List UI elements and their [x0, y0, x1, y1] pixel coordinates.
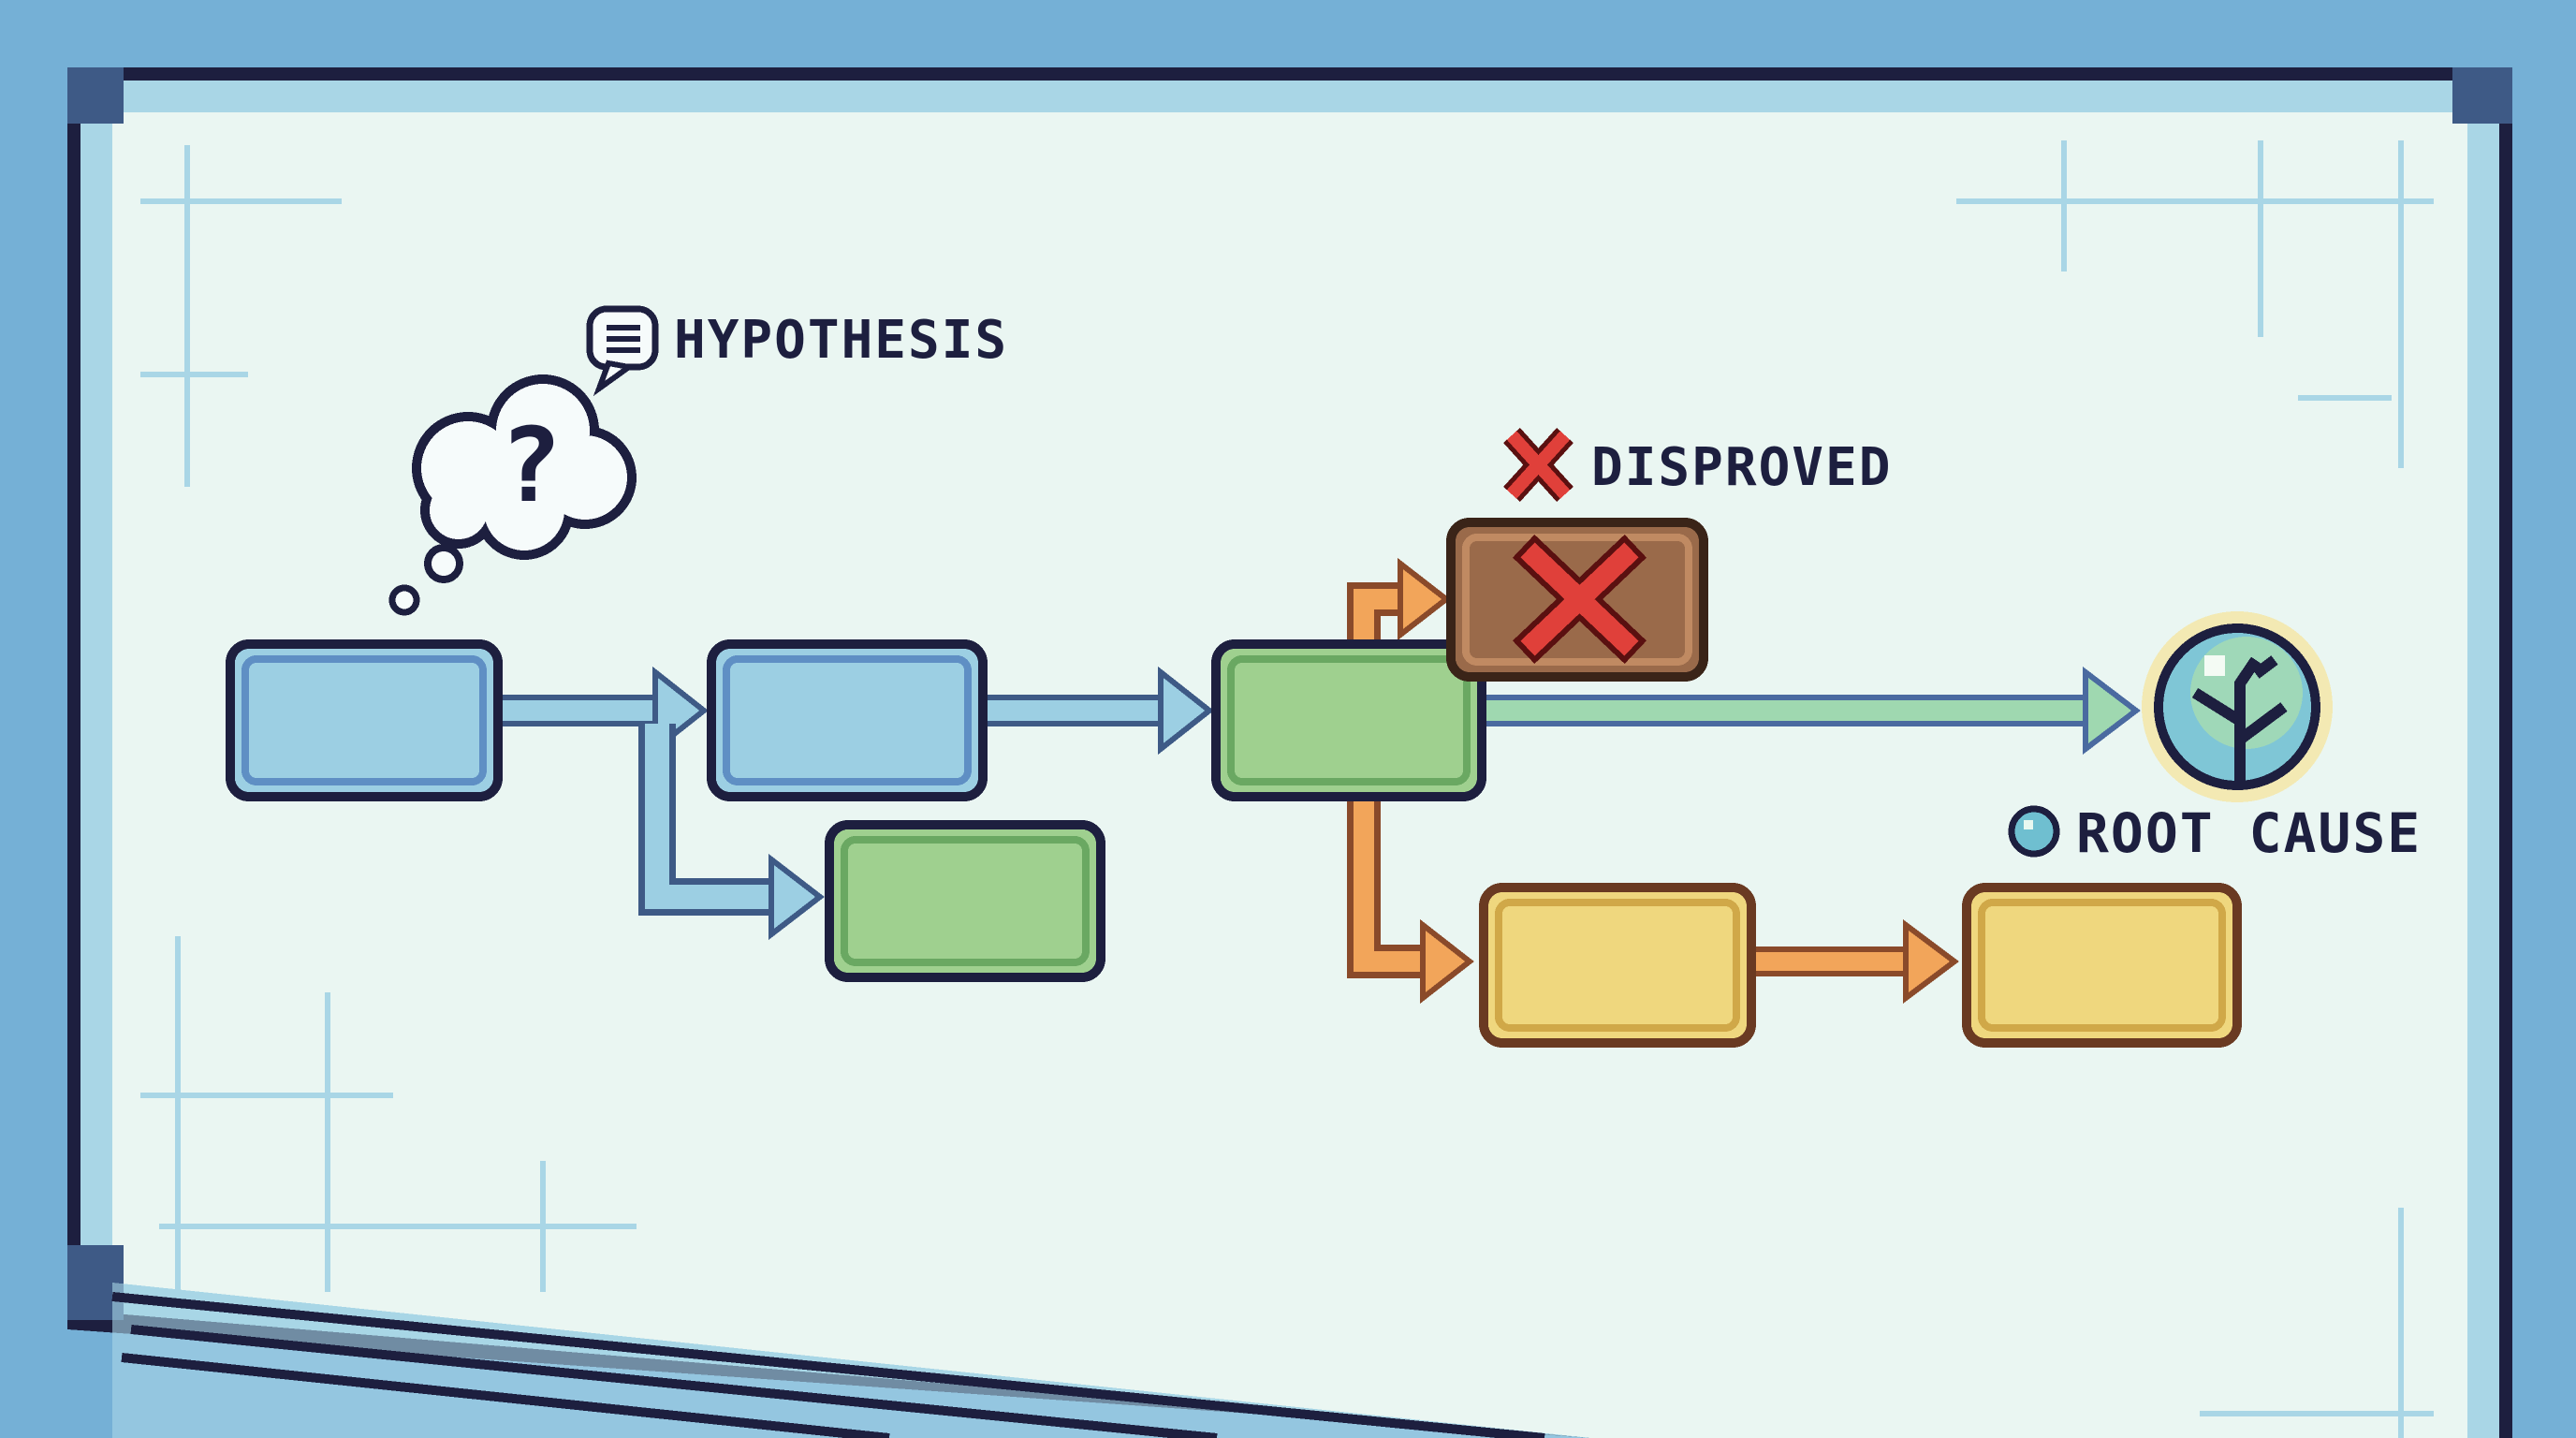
whiteboard-frame — [67, 67, 2512, 1438]
hypothesis-label: HYPOTHESIS — [586, 305, 1008, 397]
hypothesis-text: HYPOTHESIS — [674, 310, 1008, 371]
node-yellow-1[interactable] — [1479, 883, 1756, 1048]
nodes — [226, 518, 2242, 1048]
arrow-to-disproved — [1347, 557, 1451, 646]
node-disproved[interactable] — [1446, 518, 1708, 682]
question-mark: ? — [500, 405, 564, 525]
arrow-yellow-to-yellow — [1749, 919, 1959, 1004]
arrow-branch-to-green — [638, 724, 825, 941]
node-green-verified[interactable] — [1211, 639, 1486, 801]
arrow-step2-to-green — [980, 666, 1214, 756]
tree-root-icon — [2191, 655, 2288, 782]
root-cause-text: ROOT CAUSE — [2076, 801, 2422, 865]
speech-bubble-icon — [586, 305, 659, 397]
node-branch-green[interactable] — [825, 820, 1105, 982]
arrow-to-root-cause — [1479, 666, 2141, 756]
red-x-icon — [1503, 427, 1573, 503]
thought-cloud-icon: ? — [388, 374, 637, 616]
arrows — [495, 557, 2141, 1005]
orb-icon — [2008, 805, 2060, 858]
root-cause-label: ROOT CAUSE — [2008, 801, 2422, 865]
node-step-2[interactable] — [707, 639, 988, 801]
root-cause-node[interactable] — [2142, 611, 2333, 802]
node-hypothesis-start[interactable] — [226, 639, 503, 801]
arrow-hypothesis-to-step2 — [495, 666, 709, 756]
arrow-to-yellow-path — [1347, 797, 1474, 1005]
x-mark-icon — [1512, 534, 1647, 665]
disproved-text: DISPROVED — [1591, 437, 1892, 498]
node-yellow-2[interactable] — [1962, 883, 2242, 1048]
disproved-label: DISPROVED — [1503, 427, 1892, 503]
grid-decoration — [140, 140, 2434, 1438]
